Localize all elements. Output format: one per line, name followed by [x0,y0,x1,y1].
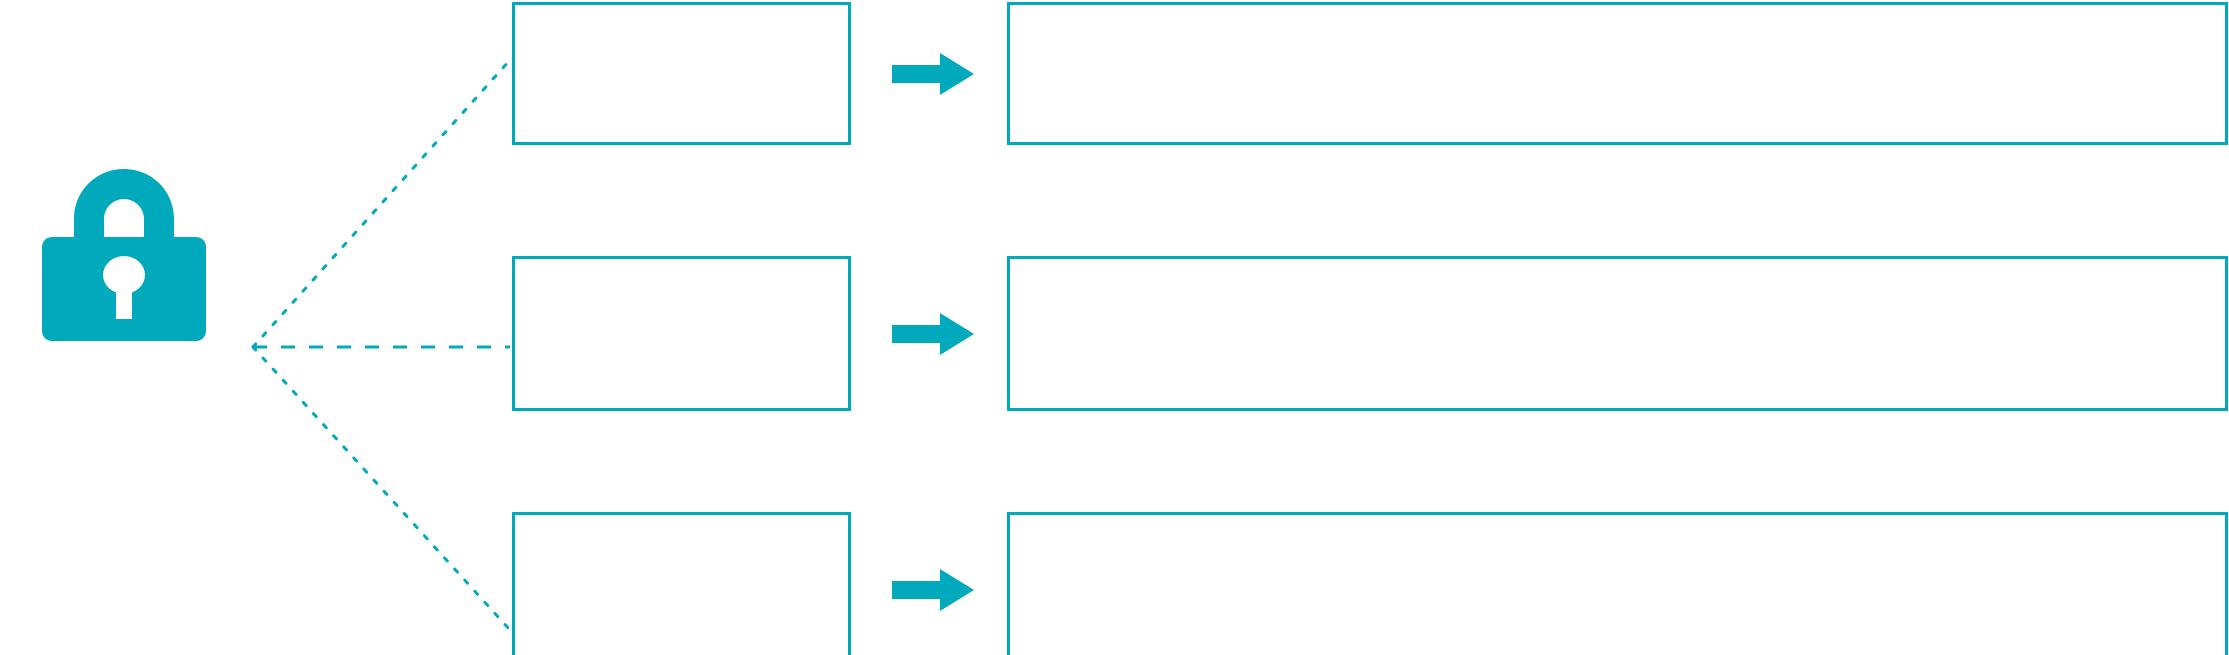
flow-row [0,512,2229,655]
flow-row [0,256,2229,411]
right-box[interactable] [1007,2,2228,145]
flow-row [0,2,2229,145]
right-box[interactable] [1007,256,2228,411]
right-arrow-icon [892,568,974,611]
left-box[interactable] [512,256,851,411]
right-arrow-icon [892,312,974,355]
right-arrow-icon [892,52,974,95]
right-box[interactable] [1007,512,2228,655]
lock-icon [26,155,222,351]
left-box[interactable] [512,512,851,655]
left-box[interactable] [512,2,851,145]
